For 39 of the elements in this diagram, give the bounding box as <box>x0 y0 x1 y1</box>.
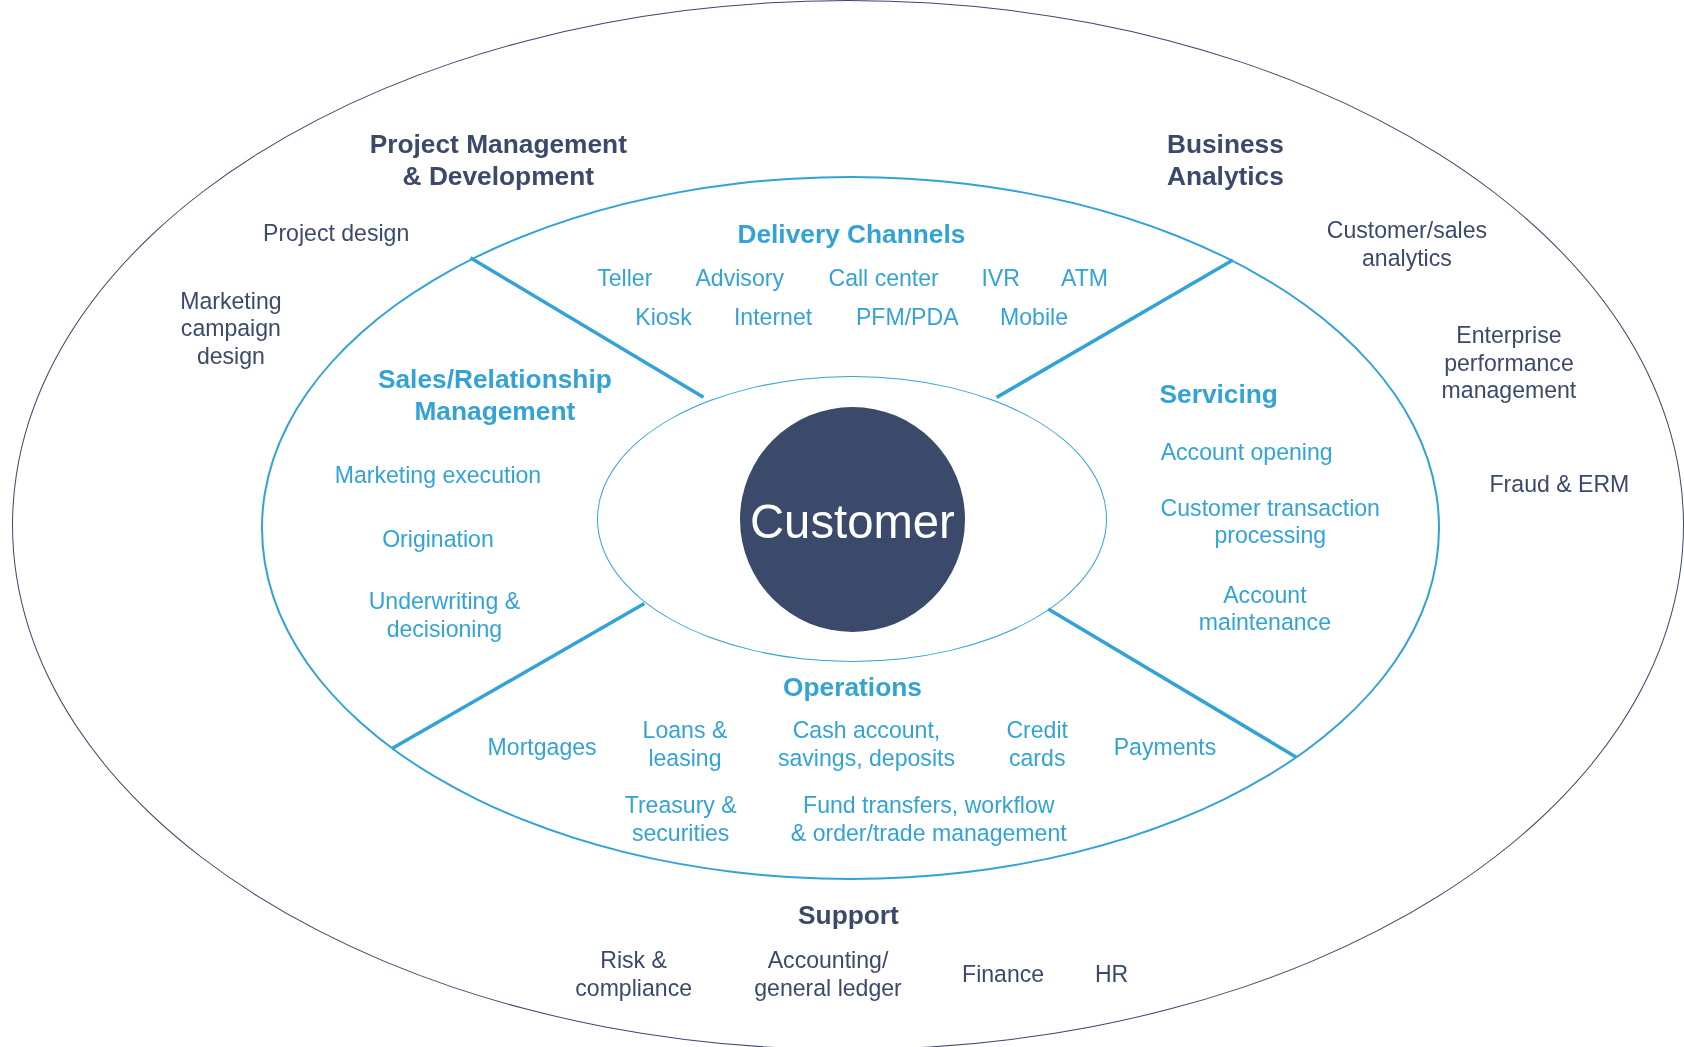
item-label: Treasury & securities <box>624 792 737 848</box>
item-label: Account opening <box>1160 439 1333 467</box>
item-label: Marketing campaign design <box>180 288 282 372</box>
item-label: PFM/PDA <box>855 303 959 332</box>
section-heading: Delivery Channels <box>737 219 966 251</box>
item-label: Mortgages <box>487 734 597 763</box>
item-label: Fund transfers, workflow & order/trade management <box>790 792 1067 848</box>
item-label: Teller <box>597 265 653 293</box>
section-heading: Support <box>798 900 899 932</box>
item-label: Finance <box>962 961 1045 989</box>
section-heading: Sales/Relationship Management <box>377 364 612 428</box>
item-label: Kiosk <box>635 303 692 332</box>
item-label: Customer/sales analytics <box>1326 217 1488 273</box>
item-label: Credit cards <box>1006 717 1068 773</box>
item-label: Mobile <box>1000 303 1068 332</box>
section-heading: Business Analytics <box>1166 129 1284 193</box>
item-label: Marketing execution <box>334 461 542 490</box>
item-label: Origination <box>382 526 494 554</box>
item-label: Underwriting & decisioning <box>368 588 521 644</box>
item-label: Payments <box>1113 734 1217 763</box>
item-label: Fraud & ERM <box>1489 471 1630 500</box>
item-label: IVR <box>981 265 1020 293</box>
item-label: Internet <box>733 303 813 332</box>
item-label: Risk & compliance <box>575 947 692 1003</box>
item-label: Loans & leasing <box>642 717 728 773</box>
section-heading: Servicing <box>1159 379 1278 411</box>
item-label: Cash account, savings, deposits <box>777 717 955 773</box>
circle-label: Customer <box>750 493 955 550</box>
item-label: Project design <box>263 220 410 248</box>
item-label: HR <box>1094 961 1129 989</box>
section-heading: Project Management & Development <box>369 129 627 193</box>
item-label: ATM <box>1060 265 1108 293</box>
item-label: Advisory <box>695 265 784 293</box>
item-label: Accounting/ general ledger <box>754 947 902 1003</box>
item-label: Account maintenance <box>1198 582 1331 638</box>
item-label: Call center <box>828 265 939 293</box>
section-heading: Operations <box>783 672 922 704</box>
item-label: Customer transaction processing <box>1160 495 1380 551</box>
item-label: Enterprise performance management <box>1441 322 1577 406</box>
